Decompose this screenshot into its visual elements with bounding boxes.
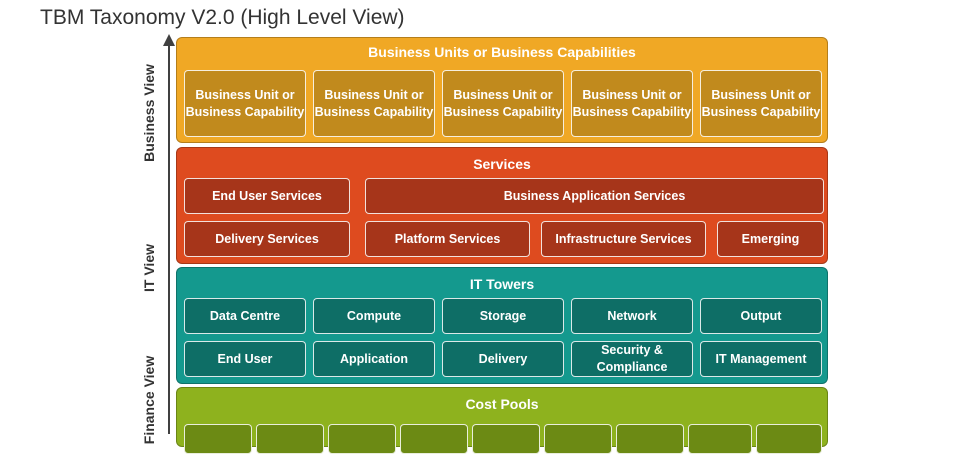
business-unit-box: Business Unit or Business Capability bbox=[184, 70, 306, 137]
cost-pools-layer: Cost Pools bbox=[176, 387, 828, 454]
cost-pool-box bbox=[688, 424, 752, 454]
it-towers-layer-title: IT Towers bbox=[469, 276, 535, 292]
platform-services-box: Platform Services bbox=[365, 221, 530, 257]
security-compliance-box: Security & Compliance bbox=[571, 341, 693, 377]
business-layer: Business Units or Business Capabilities … bbox=[176, 37, 828, 143]
cost-pool-box bbox=[616, 424, 684, 454]
business-view-label: Business View bbox=[141, 64, 157, 162]
services-layer-title: Services bbox=[473, 156, 531, 172]
finance-view-label: Finance View bbox=[141, 355, 157, 445]
business-layer-title: Business Units or Business Capabilities bbox=[368, 44, 636, 60]
compute-box: Compute bbox=[313, 298, 435, 334]
business-unit-box: Business Unit or Business Capability bbox=[700, 70, 822, 137]
delivery-services-box: Delivery Services bbox=[184, 221, 350, 257]
cost-pool-box bbox=[400, 424, 468, 454]
cost-pools-layer-title: Cost Pools bbox=[465, 396, 539, 412]
cost-pool-box bbox=[184, 424, 252, 454]
network-box: Network bbox=[571, 298, 693, 334]
delivery-box: Delivery bbox=[442, 341, 564, 377]
services-layer: Services End User Services Business Appl… bbox=[176, 147, 828, 264]
cost-pool-box bbox=[472, 424, 540, 454]
output-box: Output bbox=[700, 298, 822, 334]
it-towers-layer: IT Towers Data Centre Compute Storage Ne… bbox=[176, 267, 828, 384]
axis-line bbox=[168, 44, 170, 434]
data-centre-box: Data Centre bbox=[184, 298, 306, 334]
end-user-services-box: End User Services bbox=[184, 178, 350, 214]
business-unit-box: Business Unit or Business Capability bbox=[313, 70, 435, 137]
it-management-box: IT Management bbox=[700, 341, 822, 377]
application-box: Application bbox=[313, 341, 435, 377]
business-unit-box: Business Unit or Business Capability bbox=[442, 70, 564, 137]
end-user-box: End User bbox=[184, 341, 306, 377]
it-view-label: IT View bbox=[141, 244, 157, 292]
axis-arrow-icon bbox=[163, 34, 175, 46]
business-unit-box: Business Unit or Business Capability bbox=[571, 70, 693, 137]
cost-pool-box bbox=[328, 424, 396, 454]
storage-box: Storage bbox=[442, 298, 564, 334]
cost-pool-box bbox=[544, 424, 612, 454]
emerging-box: Emerging bbox=[717, 221, 824, 257]
cost-pool-box bbox=[256, 424, 324, 454]
page-title: TBM Taxonomy V2.0 (High Level View) bbox=[40, 6, 405, 29]
business-application-services-box: Business Application Services bbox=[365, 178, 824, 214]
cost-pool-box bbox=[756, 424, 822, 454]
infrastructure-services-box: Infrastructure Services bbox=[541, 221, 706, 257]
